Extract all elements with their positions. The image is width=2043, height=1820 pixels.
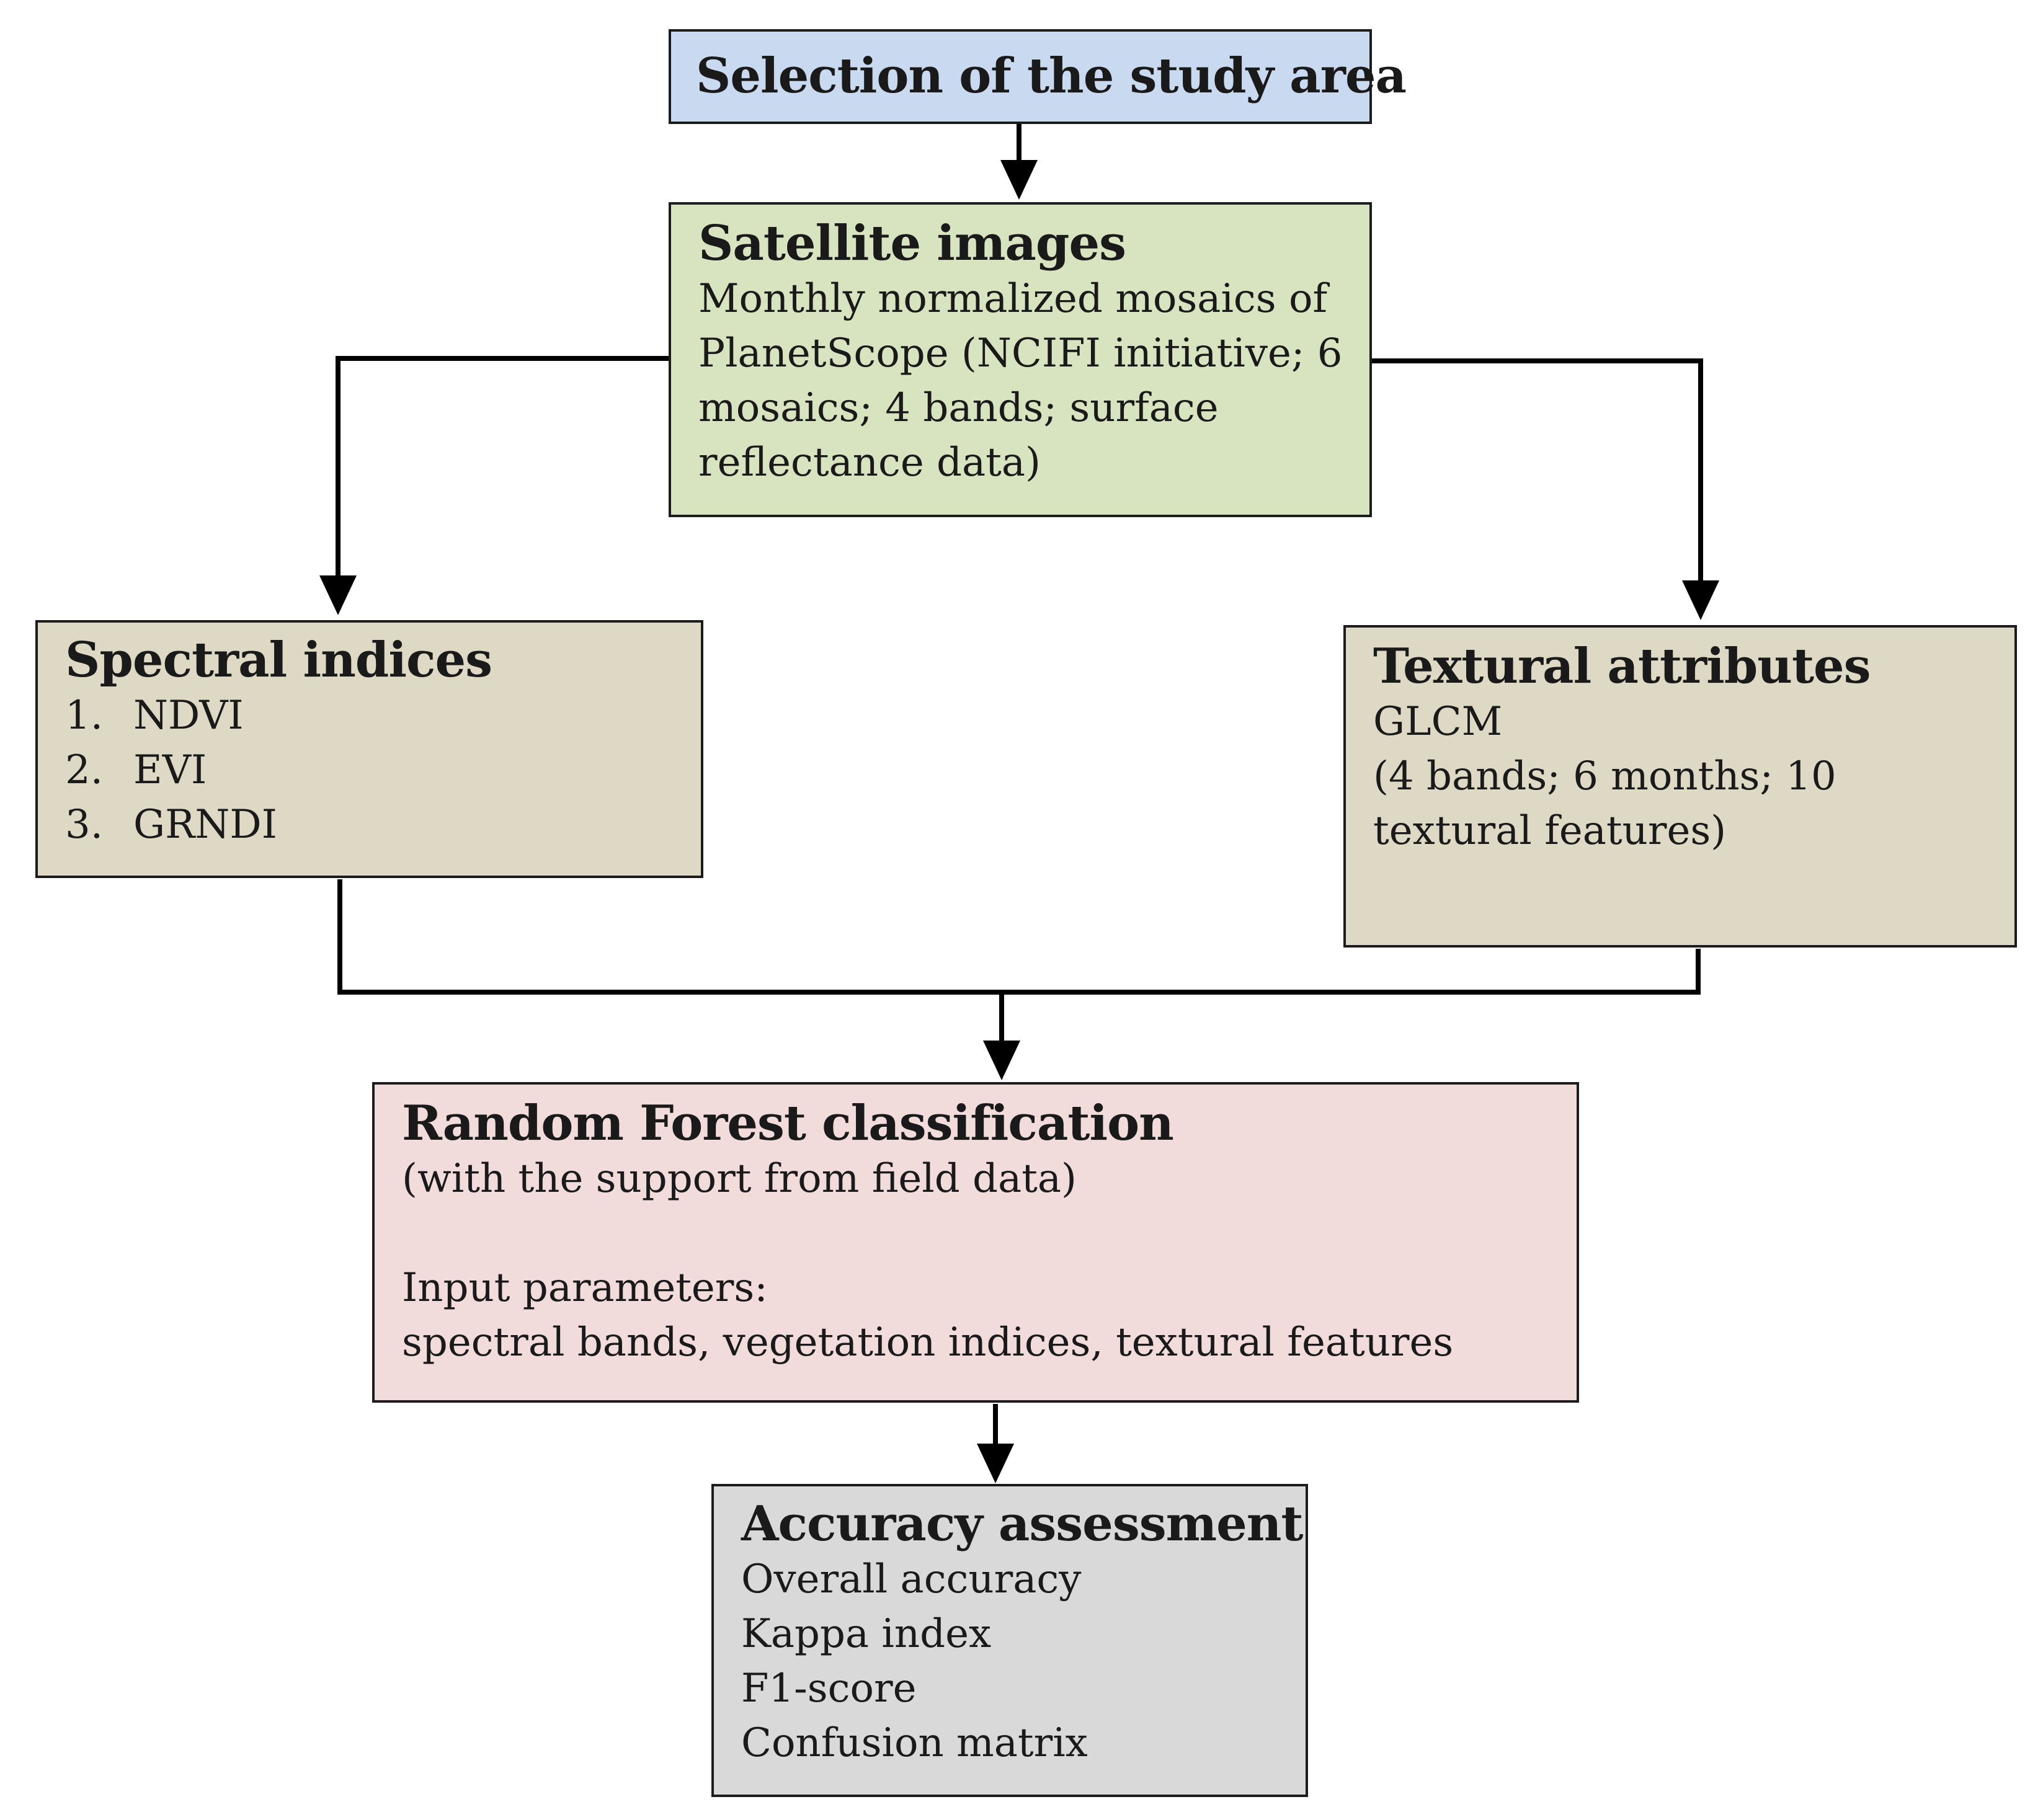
random-forest-box: Random Forest classification (with the s…: [372, 1082, 1579, 1403]
random-forest-line-1: (with the support from field data): [402, 1155, 1077, 1202]
satellite-images-box: Satellite images Monthly normalized mosa…: [669, 202, 1372, 517]
spectral-item-number: 1.: [65, 692, 104, 739]
accuracy-line-2: Kappa index: [741, 1610, 992, 1657]
satellite-line-1: Monthly normalized mosaics of: [698, 275, 1328, 322]
random-forest-spacer: [402, 1206, 1549, 1261]
arrowhead-satellite: [1000, 160, 1038, 200]
arrowhead-spectral: [319, 575, 357, 615]
arrow-satellite-to-spectral: [336, 356, 670, 577]
arrow-satellite-to-textural: [1371, 358, 1703, 582]
arrowhead-forest: [983, 1041, 1020, 1080]
accuracy-line-3: F1-score: [741, 1665, 917, 1711]
accuracy-line-1: Overall accuracy: [741, 1556, 1082, 1602]
spectral-item-label: EVI: [133, 747, 207, 793]
satellite-line-3: mosaics; 4 bands; surface: [698, 384, 1219, 431]
spectral-item-label: NDVI: [133, 692, 244, 739]
accuracy-line-4: Confusion matrix: [741, 1720, 1088, 1766]
random-forest-line-3: spectral bands, vegetation indices, text…: [402, 1319, 1454, 1365]
spectral-item-label: GRNDI: [133, 801, 277, 848]
study-area-box: Selection of the study area: [669, 29, 1407, 124]
random-forest-title: Random Forest classification: [402, 1095, 1174, 1152]
random-forest-line-2: Input parameters:: [402, 1264, 768, 1311]
arrowhead-textural: [1682, 580, 1719, 620]
spectral-item-number: 3.: [65, 801, 104, 848]
spectral-title: Spectral indices: [65, 632, 492, 688]
textural-attributes-box: Textural attributes GLCM (4 bands; 6 mon…: [1343, 625, 2017, 948]
arrowhead-accuracy: [977, 1444, 1014, 1483]
spectral-item: 1. NDVI: [65, 688, 674, 743]
textural-line-2: (4 bands; 6 months; 10: [1373, 753, 1836, 799]
accuracy-title: Accuracy assessment: [741, 1496, 1304, 1552]
spectral-item-number: 2.: [65, 747, 104, 793]
satellite-line-2: PlanetScope (NCIFI initiative; 6: [698, 330, 1343, 376]
accuracy-assessment-box: Accuracy assessment Overall accuracy Kap…: [711, 1484, 1308, 1797]
satellite-title: Satellite images: [698, 215, 1126, 272]
textural-line-3: textural features): [1373, 807, 1727, 854]
spectral-indices-box: Spectral indices 1. NDVI 2. EVI 3. GRNDI: [35, 620, 703, 878]
study-area-title: Selection of the study area: [696, 48, 1407, 104]
spectral-item: 2. EVI: [65, 743, 674, 797]
satellite-line-4: reflectance data): [698, 439, 1041, 486]
textural-line-1: GLCM: [1373, 698, 1503, 745]
textural-title: Textural attributes: [1373, 638, 1871, 695]
spectral-item: 3. GRNDI: [65, 797, 674, 852]
